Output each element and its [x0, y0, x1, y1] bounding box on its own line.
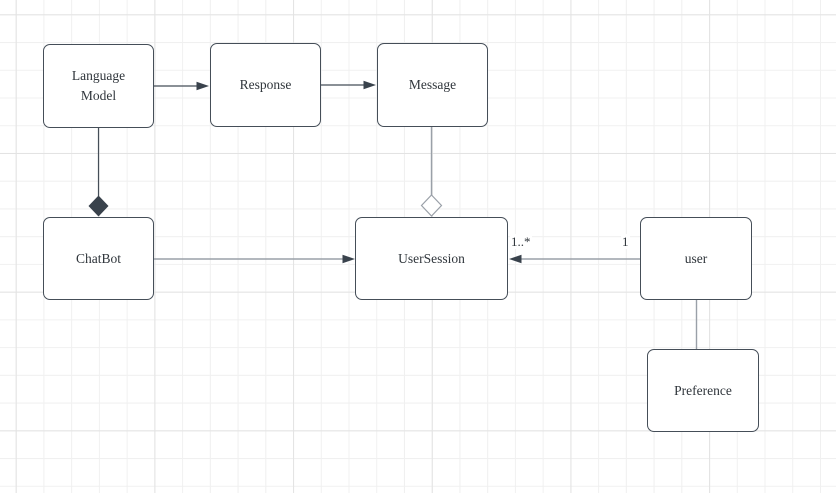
class-box-response[interactable]: Response [210, 43, 321, 127]
edge-message-to-usersession-aggregation[interactable] [420, 127, 443, 217]
class-box-user[interactable]: user [640, 217, 752, 300]
class-label: ChatBot [75, 250, 121, 266]
class-box-chatbot[interactable]: ChatBot [43, 217, 154, 300]
class-label: UserSession [398, 250, 465, 266]
class-box-message[interactable]: Message [377, 43, 488, 127]
edge-response-to-message[interactable] [321, 80, 376, 90]
arrowhead-icon [342, 254, 355, 264]
class-box-preference[interactable]: Preference [647, 349, 759, 432]
arrowhead-icon [509, 254, 522, 264]
edge-user-to-usersession[interactable] [509, 254, 640, 264]
class-label: Language Model [71, 68, 126, 103]
arrowhead-icon [363, 80, 376, 90]
composition-diamond-icon [88, 195, 109, 217]
multiplicity-label-target[interactable]: 1..* [510, 234, 532, 249]
edge-languagemodel-to-chatbot-composition[interactable] [88, 128, 109, 217]
edge-chatbot-to-usersession[interactable] [154, 254, 355, 264]
aggregation-diamond-icon [420, 194, 443, 217]
class-label: user [684, 250, 708, 266]
class-label: Preference [674, 382, 732, 398]
class-label: Message [408, 77, 457, 93]
edge-languagemodel-to-response[interactable] [154, 81, 209, 91]
multiplicity-label-source[interactable]: 1 [621, 234, 630, 249]
class-box-usersession[interactable]: UserSession [355, 217, 508, 300]
class-box-language-model[interactable]: Language Model [43, 44, 154, 128]
arrowhead-icon [196, 81, 209, 91]
class-label: Response [239, 77, 292, 93]
